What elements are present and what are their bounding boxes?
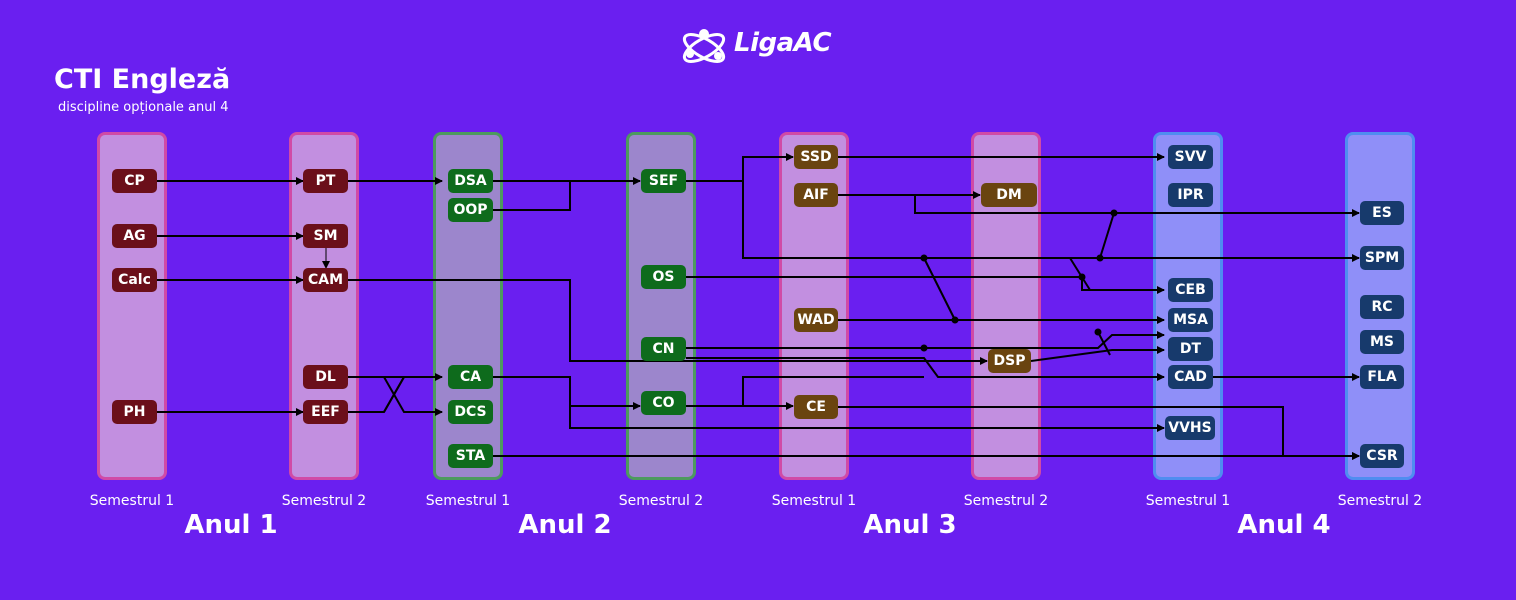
- course-csr[interactable]: CSR: [1360, 444, 1404, 468]
- course-dsa[interactable]: DSA: [448, 169, 493, 193]
- course-sm[interactable]: SM: [303, 224, 348, 248]
- course-ce[interactable]: CE: [794, 395, 838, 419]
- course-vvhs[interactable]: VVHS: [1165, 416, 1215, 440]
- course-sef[interactable]: SEF: [641, 169, 686, 193]
- semester-label: Semestrul 1: [1145, 493, 1231, 509]
- course-dm[interactable]: DM: [981, 183, 1037, 207]
- course-ipr[interactable]: IPR: [1168, 183, 1213, 207]
- course-ssd[interactable]: SSD: [794, 145, 838, 169]
- course-msa[interactable]: MSA: [1168, 308, 1213, 332]
- course-ag[interactable]: AG: [112, 224, 157, 248]
- course-cp[interactable]: CP: [112, 169, 157, 193]
- ligaac-logo: LigaAC: [676, 20, 846, 74]
- course-fla[interactable]: FLA: [1360, 365, 1404, 389]
- course-dsp[interactable]: DSP: [988, 349, 1031, 373]
- course-calc[interactable]: Calc: [112, 268, 157, 292]
- course-es[interactable]: ES: [1360, 201, 1404, 225]
- semester-label: Semestrul 2: [618, 493, 704, 509]
- course-ceb[interactable]: CEB: [1168, 278, 1213, 302]
- page-title: CTI Engleză: [54, 64, 231, 95]
- logo-text: LigaAC: [734, 28, 832, 58]
- page-subtitle: discipline opționale anul 4: [58, 100, 229, 115]
- course-cam[interactable]: CAM: [303, 268, 348, 292]
- semester-label: Semestrul 2: [963, 493, 1049, 509]
- year-label: Anul 1: [184, 510, 278, 540]
- course-oop[interactable]: OOP: [448, 198, 493, 222]
- course-ms[interactable]: MS: [1360, 330, 1404, 354]
- course-sta[interactable]: STA: [448, 444, 493, 468]
- course-ph[interactable]: PH: [112, 400, 157, 424]
- course-wad[interactable]: WAD: [794, 308, 838, 332]
- course-dcs[interactable]: DCS: [448, 400, 493, 424]
- course-dl[interactable]: DL: [303, 365, 348, 389]
- course-rc[interactable]: RC: [1360, 295, 1404, 319]
- semester-label: Semestrul 1: [771, 493, 857, 509]
- course-svv[interactable]: SVV: [1168, 145, 1213, 169]
- course-aif[interactable]: AIF: [794, 183, 838, 207]
- course-ca[interactable]: CA: [448, 365, 493, 389]
- course-co[interactable]: CO: [641, 391, 686, 415]
- course-dt[interactable]: DT: [1168, 337, 1213, 361]
- course-spm[interactable]: SPM: [1360, 246, 1404, 270]
- semester-label: Semestrul 1: [89, 493, 175, 509]
- ligaac-emblem-icon: [682, 29, 726, 63]
- semester-label: Semestrul 2: [281, 493, 367, 509]
- year-label: Anul 2: [518, 510, 612, 540]
- course-cad[interactable]: CAD: [1168, 365, 1213, 389]
- semester-label: Semestrul 1: [425, 493, 511, 509]
- year-label: Anul 4: [1237, 510, 1331, 540]
- course-eef[interactable]: EEF: [303, 400, 348, 424]
- course-os[interactable]: OS: [641, 265, 686, 289]
- year-label: Anul 3: [863, 510, 957, 540]
- course-pt[interactable]: PT: [303, 169, 348, 193]
- semester-label: Semestrul 2: [1337, 493, 1423, 509]
- course-cn[interactable]: CN: [641, 337, 686, 361]
